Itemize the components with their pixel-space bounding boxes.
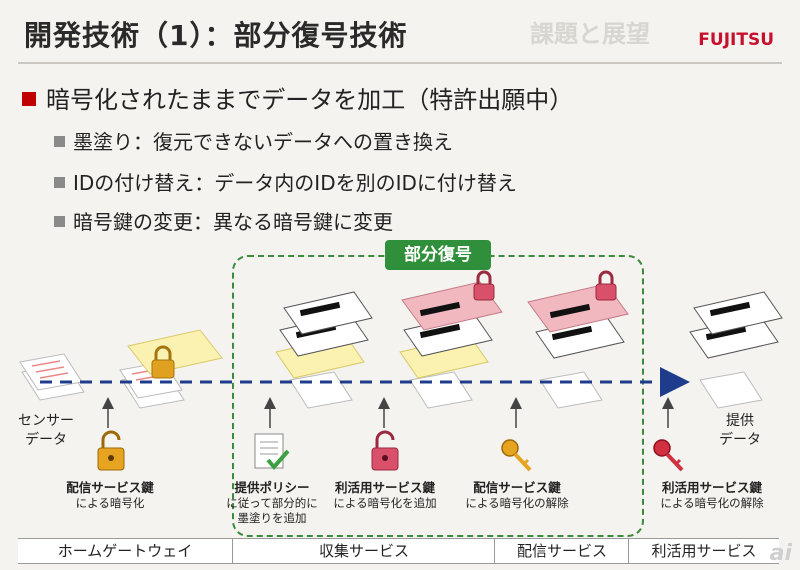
policy-checklist-icon — [254, 433, 290, 471]
step-usage-decrypt: 利活用サービス鍵 による暗号化の解除 — [660, 480, 764, 510]
double-encrypted-document-icon — [399, 270, 503, 409]
encrypted-document-icon — [119, 329, 223, 409]
stage-delivery-service: 配信サービス — [494, 538, 629, 564]
output-document-icon — [689, 291, 783, 409]
gray-square-icon — [54, 216, 65, 227]
step-delivery-encrypt: 配信サービス鍵 による暗号化 — [66, 480, 154, 510]
gold-open-lock-icon — [97, 430, 125, 471]
gray-square-icon — [54, 177, 65, 188]
step-redaction-policy: 提供ポリシー に従って部分的に 墨塗りを追加 — [226, 480, 318, 525]
fujitsu-logo: FUJITSU — [698, 30, 774, 50]
redacted-document-icon — [275, 291, 373, 409]
gray-square-icon — [54, 136, 65, 147]
red-square-icon — [22, 92, 36, 106]
watermark: ai — [769, 541, 792, 566]
gold-key-icon — [501, 439, 532, 472]
output-data-label: 提供 データ — [719, 413, 761, 448]
sensor-document-icon — [19, 353, 85, 401]
step-usage-encrypt: 利活用サービス鍵 による暗号化を追加 — [333, 480, 437, 510]
step-delivery-decrypt: 配信サービス鍵 による暗号化の解除 — [465, 480, 569, 510]
main-bullet: 暗号化されたままでデータを加工（特許出願中） — [22, 80, 573, 115]
partial-decryption-label: 部分復号 — [385, 240, 491, 270]
partially-decrypted-document-icon — [527, 270, 629, 409]
stage-usage-service: 利活用サービス — [628, 538, 779, 564]
title-divider — [18, 62, 782, 64]
stage-collection-service: 収集サービス — [232, 538, 495, 564]
sensor-data-label: センサー データ — [18, 413, 74, 448]
page-title: 開発技術（1）：部分復号技術 — [24, 19, 408, 52]
stage-home-gateway: ホームゲートウェイ — [18, 538, 232, 564]
sub-bullet-redaction: 墨塗り：復元できないデータへの置き換え — [54, 126, 453, 155]
pink-open-lock-icon — [371, 430, 399, 471]
sub-bullet-id-replace: IDの付け替え：データ内のIDを別のIDに付け替え — [54, 167, 517, 196]
background-ghost-text: 課題と展望 — [530, 20, 650, 48]
sub-bullet-key-change: 暗号鍵の変更：異なる暗号鍵に変更 — [54, 206, 393, 235]
red-key-icon — [653, 439, 684, 472]
